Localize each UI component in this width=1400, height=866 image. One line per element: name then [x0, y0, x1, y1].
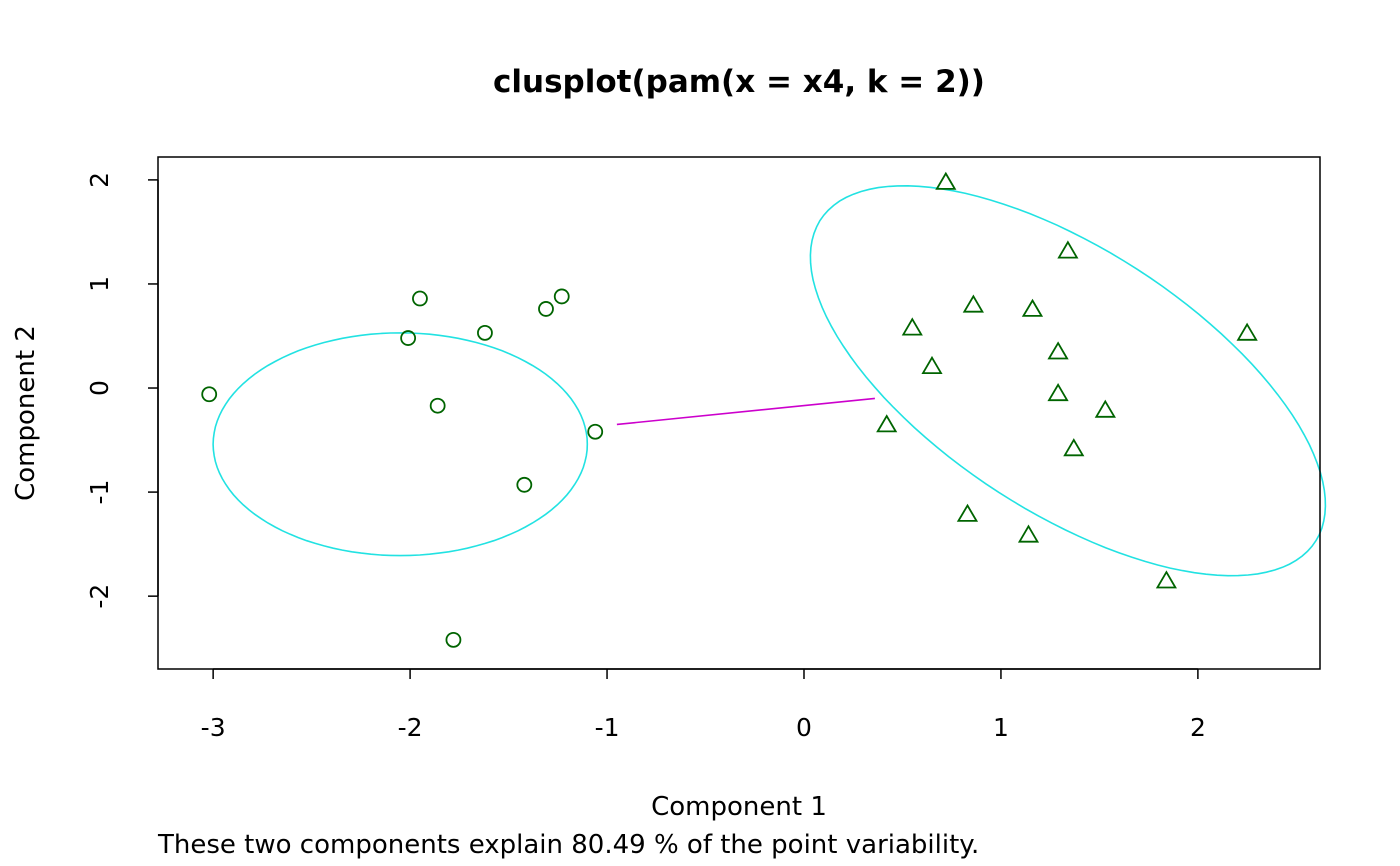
y-tick-label: -1 — [85, 480, 114, 505]
x-tick-label: -3 — [201, 713, 226, 742]
cluster-ellipse-1 — [212, 332, 589, 557]
point-triangle — [901, 317, 923, 336]
point-triangle — [1236, 322, 1258, 341]
point-triangle — [935, 171, 957, 190]
y-tick-label: -2 — [85, 584, 114, 609]
point-triangle — [1047, 341, 1069, 360]
x-axis: -3 -2 -1 0 1 2 — [201, 668, 1206, 742]
point-triangle — [1047, 383, 1069, 402]
variability-note: These two components explain 80.49 % of … — [157, 830, 979, 860]
chart-title: clusplot(pam(x = x4, k = 2)) — [493, 64, 985, 100]
point-triangle — [876, 414, 898, 433]
y-tick-label: 1 — [85, 276, 114, 292]
cluster-ellipses — [212, 184, 1327, 577]
plot-frame — [157, 156, 1321, 670]
point-triangle — [956, 503, 979, 522]
point-circle — [587, 423, 604, 440]
point-circle — [477, 324, 493, 341]
x-axis-label: Component 1 — [651, 792, 827, 822]
cluster-ellipse-2 — [809, 184, 1327, 577]
point-triangle — [1094, 399, 1116, 418]
point-circle — [412, 290, 428, 307]
y-tick-label: 0 — [85, 380, 114, 396]
y-axis-label: Component 2 — [11, 325, 41, 501]
point-triangle — [1021, 298, 1044, 317]
x-tick-label: 2 — [1190, 713, 1206, 742]
data-points — [201, 171, 1258, 648]
point-circle — [445, 631, 462, 648]
y-axis: -2 -1 0 1 2 — [85, 172, 159, 609]
x-tick-label: 0 — [796, 713, 812, 742]
x-tick-label: -2 — [398, 713, 423, 742]
y-tick-label: 2 — [85, 172, 114, 188]
point-circle — [429, 397, 446, 414]
x-tick-label: 1 — [993, 713, 1009, 742]
point-circle — [553, 288, 570, 305]
cluster-connector-line — [616, 397, 875, 426]
point-circle — [400, 330, 417, 346]
point-triangle — [1063, 438, 1085, 457]
point-circle — [516, 476, 533, 493]
point-triangle — [1057, 240, 1079, 259]
cluster-connector — [616, 397, 875, 426]
point-triangle — [1017, 524, 1040, 543]
point-triangle — [921, 355, 943, 375]
point-triangle — [1155, 570, 1177, 589]
point-triangle — [962, 294, 984, 313]
point-circle — [201, 386, 218, 403]
x-tick-label: -1 — [595, 713, 620, 742]
point-circle — [538, 301, 554, 317]
